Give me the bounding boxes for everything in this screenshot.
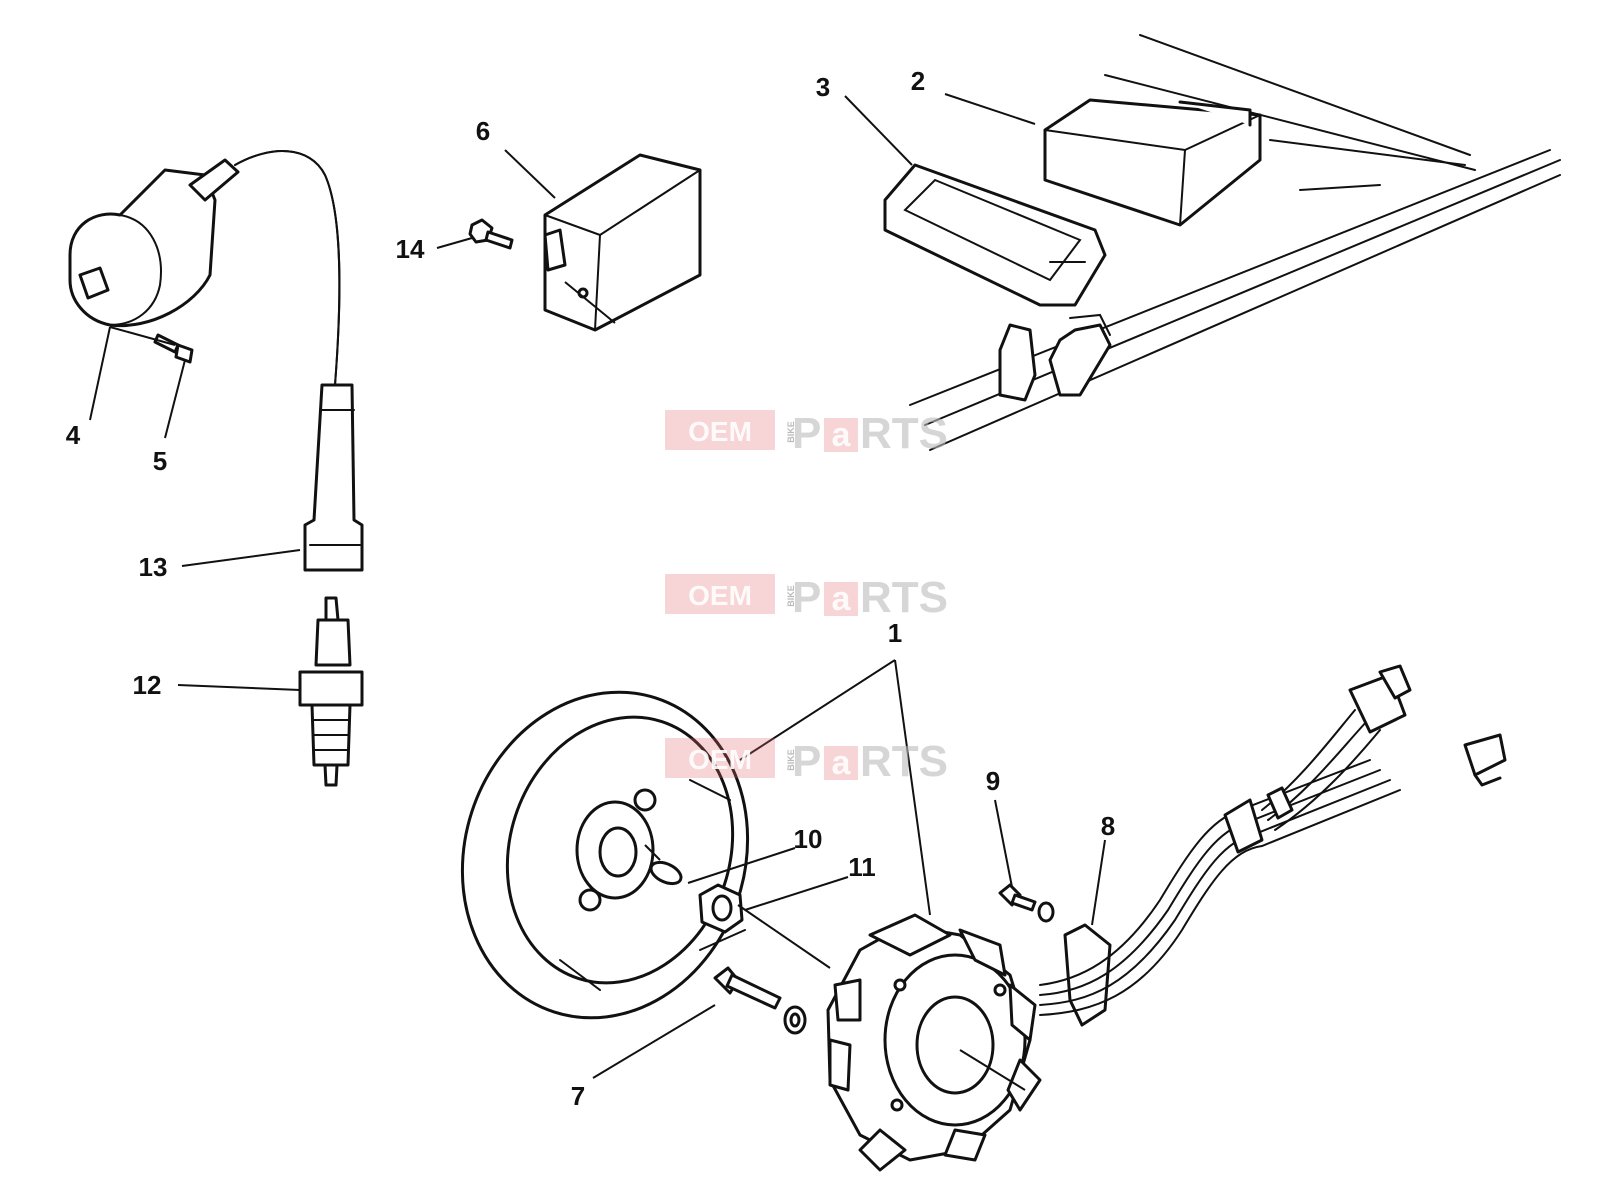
ignition-coil [68,158,240,328]
watermark-p: P [792,737,821,786]
callout-9: 9 [986,766,1000,796]
flywheel-nut [698,883,744,934]
watermark-bike: BIKE [786,421,796,443]
watermark-bike: BIKE [786,585,796,607]
watermark-rts: RTS [860,737,948,786]
callout-2: 2 [911,66,925,96]
watermark-rts: RTS [860,573,948,622]
stator-bolt [713,966,807,1035]
watermark-p: P [792,573,821,622]
callout-10: 10 [794,824,823,854]
callout-7: 7 [571,1081,585,1111]
watermark-oem: OEM [688,580,752,611]
watermark-bike: BIKE [786,749,796,771]
ecu-holder [883,163,1107,307]
stator-harness [1039,664,1507,1016]
callout-6: 6 [476,116,490,146]
watermark-a: a [832,580,852,618]
watermark-rts: RTS [860,409,948,458]
watermark-p: P [792,409,821,458]
watermark-middle: OEM BIKE P a RTS [665,573,948,622]
callout-labels: 1 2 3 4 5 6 7 8 9 10 11 12 13 14 [66,66,1115,1111]
callout-1: 1 [888,618,902,648]
callout-4: 4 [66,420,81,450]
woodruff-key [649,860,683,886]
screw-9 [998,883,1055,923]
watermark-oem: OEM [688,416,752,447]
callout-8: 8 [1101,811,1115,841]
spark-plug [298,596,364,787]
callout-13: 13 [139,552,168,582]
flywheel [460,690,750,1020]
callout-11: 11 [848,852,876,882]
callout-5: 5 [153,446,167,476]
screw-14 [468,218,514,250]
ecu-unit [1043,98,1262,227]
callout-12: 12 [133,670,162,700]
callout-3: 3 [816,72,830,102]
regulator-unit [543,153,702,332]
leader-lines [89,93,1106,1091]
frame-clips [998,313,1112,402]
plug-cap [303,383,364,572]
stator [826,913,1042,1172]
watermark-a: a [832,416,852,454]
watermark-bottom: OEM BIKE P a RTS [665,737,948,786]
watermark-a: a [832,744,852,782]
ht-lead [234,150,341,386]
watermark-oem: OEM [688,744,752,775]
bolt-5 [153,333,194,364]
callout-14: 14 [396,234,425,264]
watermark-top: OEM BIKE P a RTS [665,409,948,458]
